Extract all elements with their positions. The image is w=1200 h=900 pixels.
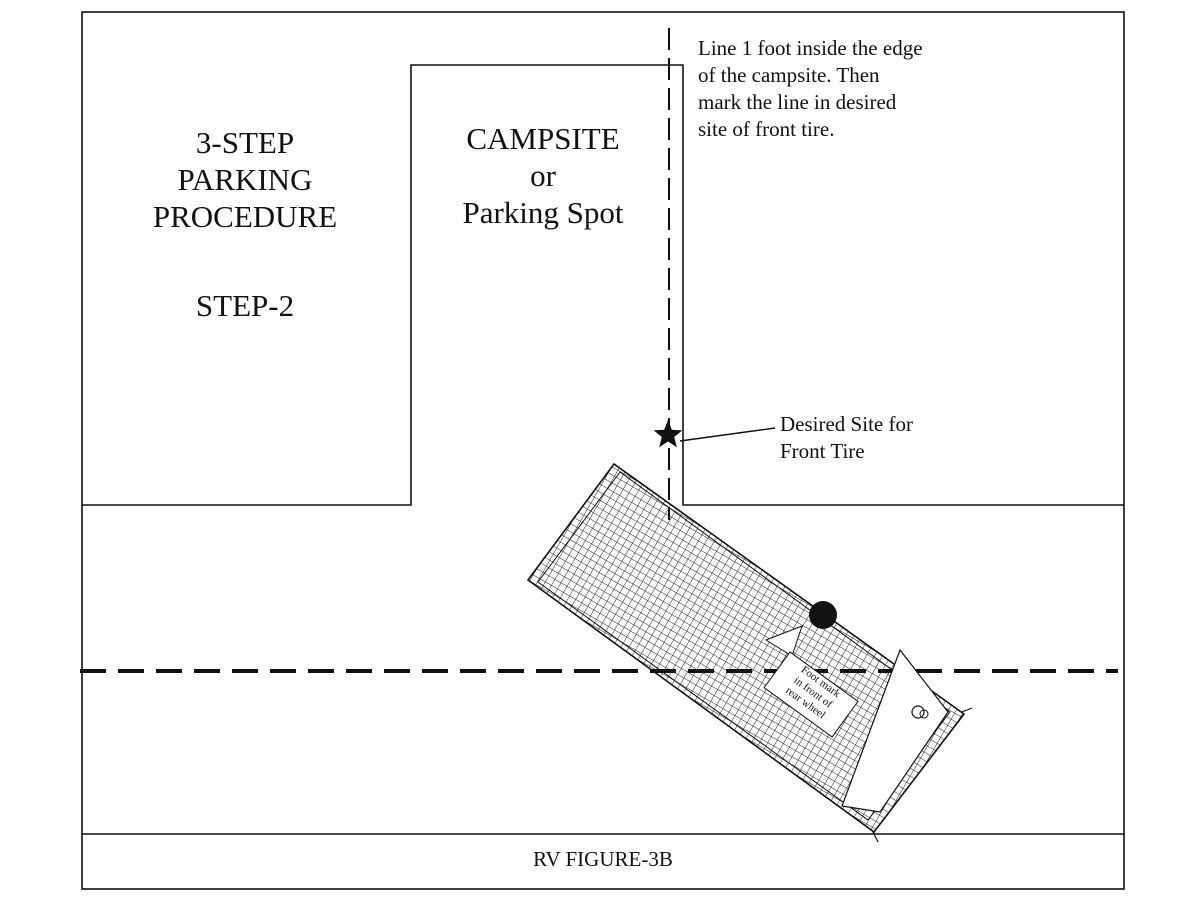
- star-icon: [653, 420, 683, 448]
- left-lot-edge: [82, 64, 1124, 506]
- guide-note-line3: mark the line in desired: [698, 90, 897, 114]
- rv-windshield: [841, 648, 949, 813]
- guide-note-line2: of the campsite. Then: [698, 63, 880, 87]
- target-note-line1: Desired Site for: [780, 412, 913, 436]
- mirror-ring-icon: [911, 705, 925, 719]
- figure-caption: RV FIGURE-3B: [533, 847, 673, 871]
- campsite-label-line1: CAMPSITE: [466, 121, 620, 156]
- guide-note: Line 1 foot inside the edge of the camps…: [698, 35, 998, 143]
- guide-note-line1: Line 1 foot inside the edge: [698, 36, 923, 60]
- campsite-label: CAMPSITE or Parking Spot: [425, 120, 661, 231]
- procedure-title-line1: 3-STEP: [195, 125, 295, 160]
- front-bumper-stub: [961, 707, 973, 713]
- procedure-title-line3: PROCEDURE: [152, 199, 338, 234]
- rv-vehicle: [526, 462, 973, 843]
- dot-icon: [809, 601, 837, 629]
- rv-body: [526, 462, 966, 834]
- mirror-ring-icon-2: [919, 709, 929, 719]
- procedure-title-line2: PARKING: [177, 162, 313, 197]
- procedure-title: 3-STEP PARKING PROCEDURE: [110, 124, 380, 235]
- guide-note-line4: site of front tire.: [698, 117, 835, 141]
- leader-line: [679, 427, 776, 442]
- rv-tag-box: [763, 651, 859, 738]
- target-note: Desired Site for Front Tire: [780, 411, 980, 465]
- target-note-line2: Front Tire: [780, 439, 865, 463]
- campsite-label-line2: or: [530, 158, 556, 193]
- rear-bumper-stub: [871, 829, 879, 843]
- rv-body-inner: [537, 471, 951, 821]
- campsite-label-line3: Parking Spot: [462, 195, 624, 230]
- outer-frame: [81, 11, 1125, 890]
- rv-tag-pointer: [764, 625, 803, 657]
- step-label: STEP-2: [195, 288, 295, 323]
